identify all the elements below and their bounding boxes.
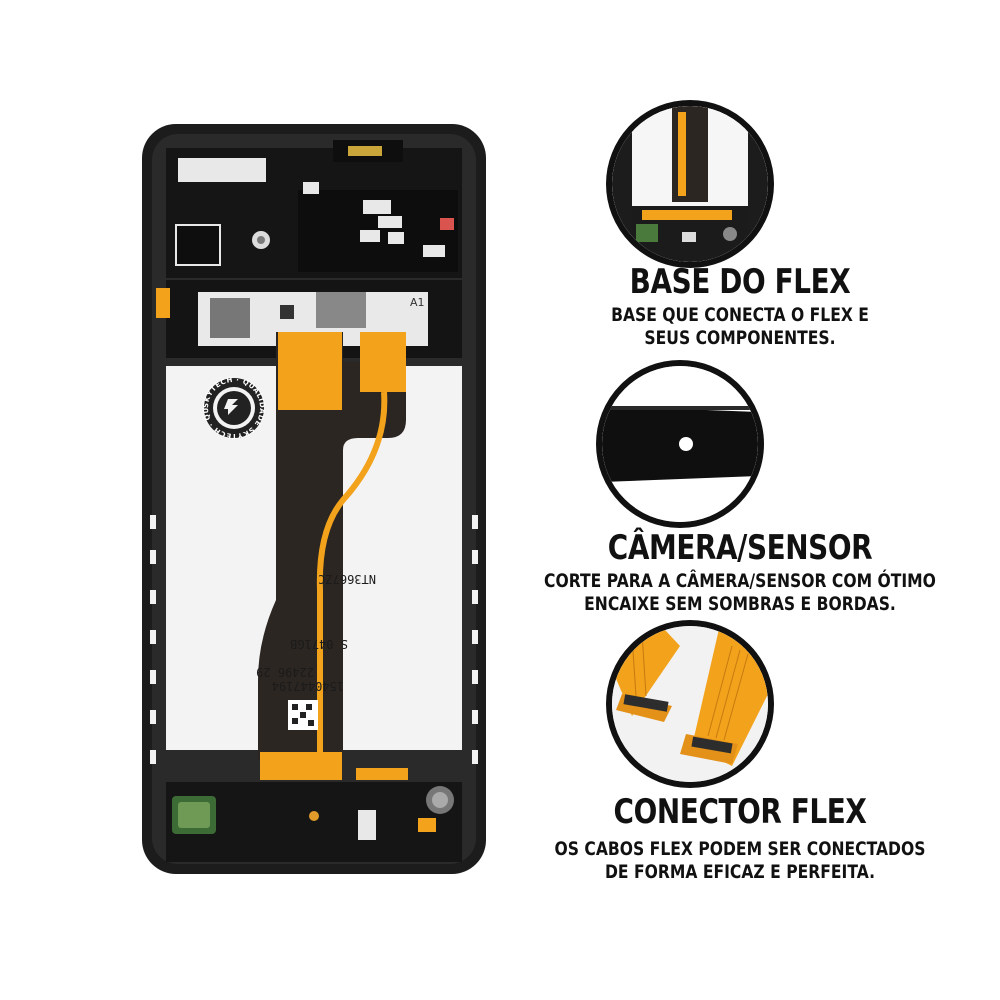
- flex-print-line2: S 0471GB: [290, 637, 348, 651]
- feature-desc-line: SEUS COMPONENTES.: [644, 327, 836, 349]
- main-flex-cable: [258, 332, 406, 760]
- camera-cutout-closeup-icon: [596, 360, 764, 528]
- flex-print-block: NT3667ZC: [318, 572, 376, 586]
- camera-bracket: [175, 224, 221, 266]
- bottom-orange-pad: [418, 818, 436, 832]
- feature-desc-line: BASE QUE CONECTA O FLEX E: [611, 304, 869, 326]
- flex-head-right: [360, 332, 406, 392]
- top-label-white: [178, 158, 266, 182]
- feature-desc-line: CORTE PARA A CÂMERA/SENSOR COM ÓTIMO: [544, 570, 936, 592]
- flex-base-closeup-icon: [606, 100, 774, 268]
- top-right-pattern: [360, 200, 445, 257]
- feature-title: BASE DO FLEX: [629, 262, 851, 302]
- bottom-small-connector: [356, 768, 408, 780]
- phone-illustration: A1 SKYTECH · QUALIDADE SKYTECH · QUALIDA…: [138, 120, 486, 874]
- frame-side-slots-left: [150, 515, 156, 764]
- shield-square-right: [316, 292, 366, 328]
- feature-description: OS CABOS FLEX PODEM SER CONECTADOS DE FO…: [527, 838, 953, 884]
- bottom-screw: [309, 811, 319, 821]
- flex-print-line3: 22496 29: [256, 665, 314, 679]
- feature-description: BASE QUE CONECTA O FLEX E SEUS COMPONENT…: [527, 304, 953, 350]
- frame-side-slots-right: [472, 515, 478, 764]
- flex-trace: [316, 391, 388, 760]
- flex-print-line4: 1540447194: [272, 679, 344, 693]
- feature-title: CÂMERA/SENSOR: [607, 528, 873, 568]
- bottom-flex-connector: [260, 752, 342, 780]
- shield-square-left: [210, 298, 250, 338]
- feature-desc-line: ENCAIXE SEM SOMBRAS E BORDAS.: [584, 593, 896, 615]
- feature-description: CORTE PARA A CÂMERA/SENSOR COM ÓTIMO ENC…: [527, 570, 953, 616]
- side-flex-tab: [156, 288, 170, 318]
- panel-code: A1: [410, 296, 425, 309]
- qr-small: [280, 305, 294, 319]
- feature-desc-line: DE FORMA EFICAZ E PERFEITA.: [604, 861, 876, 883]
- earpiece-contact: [348, 146, 382, 156]
- feature-title: CONECTOR FLEX: [613, 792, 867, 832]
- flex-print-line1: NT3667ZC: [318, 572, 376, 586]
- small-pad: [303, 182, 319, 194]
- bottom-white-block: [358, 810, 376, 840]
- flex-connector-closeup-icon: [606, 620, 774, 788]
- feature-desc-line: OS CABOS FLEX PODEM SER CONECTADOS: [554, 838, 926, 860]
- top-red-sticker: [440, 218, 454, 230]
- phone-display-assembly: A1 SKYTECH · QUALIDADE SKYTECH · QUALIDA…: [138, 120, 490, 878]
- flex-head-left: [278, 332, 342, 410]
